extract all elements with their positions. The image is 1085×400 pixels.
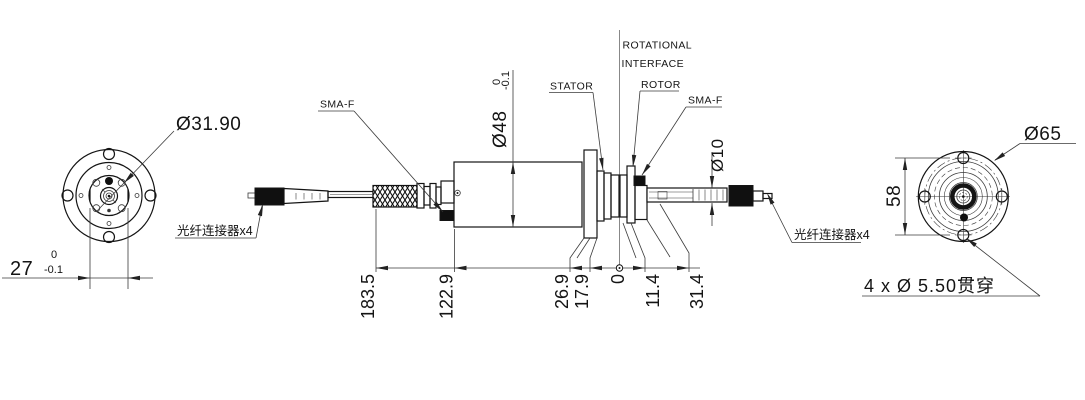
stator-label: STATOR — [550, 81, 593, 93]
bolt-hole — [102, 230, 116, 244]
dim-ordinate-17-9: 17.9 — [572, 274, 592, 309]
rotational-interface-label-1: ROTATIONAL — [623, 40, 693, 52]
dim-width-across-flats: 27 — [10, 258, 33, 280]
mounting-flange — [583, 149, 598, 239]
dim-ordinate-31-4: 31.4 — [687, 274, 707, 309]
bolt-hole — [144, 189, 157, 202]
dim-ordinate-26-9: 26.9 — [552, 274, 572, 309]
rotor-disc — [626, 165, 636, 224]
bolt-hole — [102, 147, 116, 161]
fiber-boot-right — [728, 185, 754, 207]
fiber-connector-face — [950, 183, 977, 210]
ordinate-dimensions: 183.5 122.9 26.9 17.9 0 11.4 31.4 — [358, 203, 707, 319]
sma-connector-right — [633, 175, 646, 186]
dim-body-diameter: Ø48 — [490, 111, 511, 148]
right-end-view: 58 Ø65 4 x Ø 5.50贯穿 — [862, 124, 1076, 297]
sma-connector-left — [439, 210, 455, 221]
dim-ordinate-0: 0 — [608, 274, 628, 284]
bolt-hole — [61, 189, 74, 202]
alignment-pin — [105, 177, 113, 185]
sma-label-right: SMA-F — [688, 95, 723, 107]
fiber-connector-callout-left: 光纤连接器x4 — [177, 223, 253, 238]
leader-arrow — [124, 172, 134, 183]
strain-relief-boot — [372, 184, 418, 208]
dim-body-tol-upper: 0 — [491, 79, 503, 85]
dim-inner-diameter: Ø31.90 — [176, 114, 241, 135]
dim-body-tol-lower: -0.1 — [500, 71, 512, 90]
stator-body — [453, 161, 583, 228]
dim-outer-diameter: Ø65 — [1024, 124, 1061, 145]
dim-ordinate-11-4: 11.4 — [643, 274, 663, 308]
left-end-view: Ø31.90 27 0 -0.1 光纤连接器x4 — [2, 114, 263, 289]
sma-label-left: SMA-F — [320, 99, 355, 111]
fiber-connector-callout-right: 光纤连接器x4 — [794, 227, 870, 242]
rotational-interface-label-2: INTERFACE — [622, 58, 685, 70]
fiber-pigtail-right — [646, 185, 773, 207]
fiber-connector-face — [99, 186, 119, 206]
rotor-block — [619, 174, 628, 218]
dim-width-tol-upper: 0 — [51, 249, 57, 261]
rotor-label: ROTOR — [641, 79, 681, 91]
side-view: Ø48 0 -0.1 SMA-F STATOR ROTATIONAL INTER… — [247, 30, 870, 319]
dim-bolt-spacing: 58 — [884, 185, 905, 207]
dim-width-tol-lower: -0.1 — [44, 264, 63, 276]
fiber-connector-body — [254, 187, 285, 206]
fiber-pigtail-left — [247, 180, 455, 221]
alignment-pin — [960, 213, 968, 222]
dim-ordinate-183-5: 183.5 — [358, 274, 378, 319]
through-holes — [918, 151, 1008, 242]
dim-ordinate-122-9: 122.9 — [437, 274, 457, 319]
dim-shaft-diameter: Ø10 — [708, 138, 727, 172]
dim-through-holes-note: 4 x Ø 5.50贯穿 — [864, 276, 995, 296]
